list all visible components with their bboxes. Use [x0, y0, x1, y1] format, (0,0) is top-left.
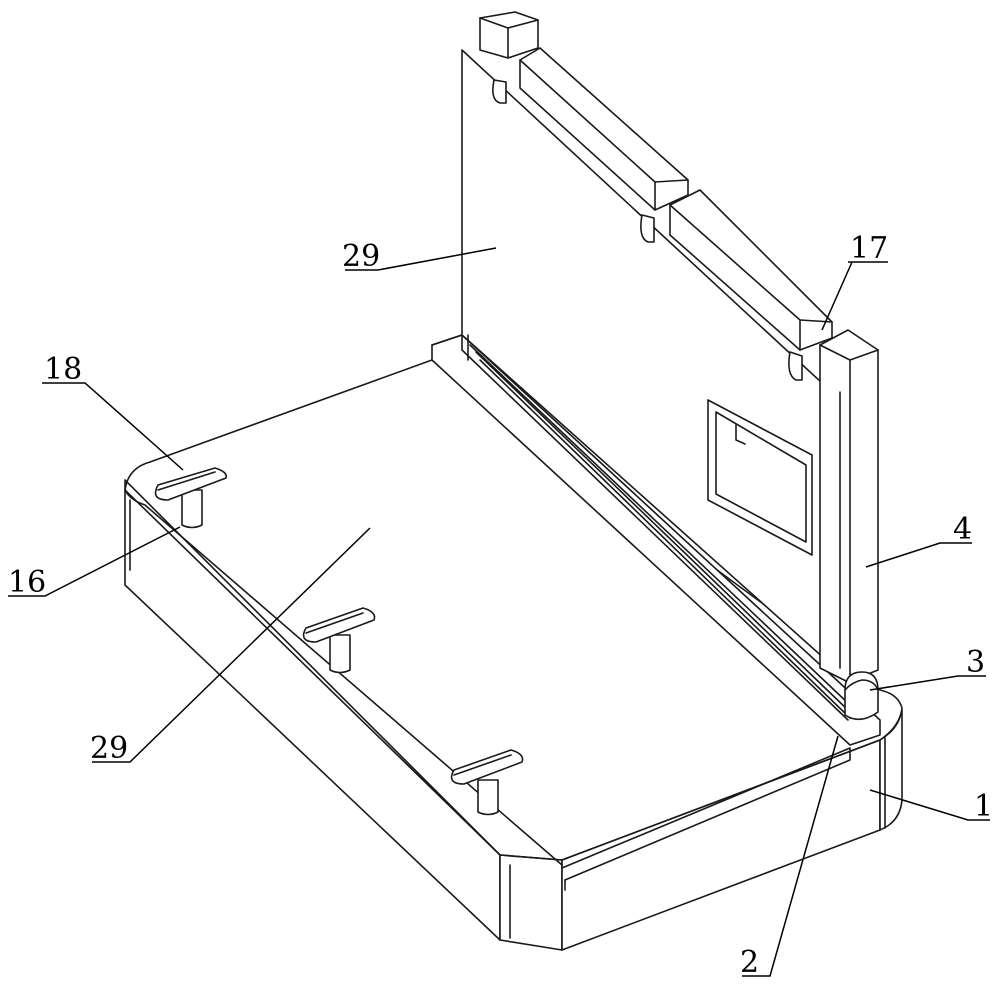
hook-2: [640, 214, 655, 243]
stud-2: [302, 607, 376, 674]
label-29-top: 29: [342, 239, 380, 274]
leader-4: [865, 542, 972, 568]
label-29-bottom: 29: [90, 731, 128, 766]
label-16: 16: [8, 565, 46, 600]
hook-1: [492, 79, 507, 104]
stud-3: [450, 749, 524, 816]
base-tray: [124, 359, 903, 951]
leader-lines: [8, 247, 990, 977]
hook-3: [788, 351, 803, 381]
leader-16: [8, 526, 181, 597]
label-18: 18: [44, 352, 82, 387]
label-2: 2: [740, 945, 759, 980]
label-3: 3: [966, 645, 985, 680]
reference-labels: 29 17 18 16 4 3 1 29 2: [8, 231, 993, 980]
leader-29-bottom: [92, 527, 371, 763]
studs: [154, 467, 524, 816]
top-rail: [479, 11, 833, 381]
leader-1: [869, 789, 990, 821]
leader-18: [42, 382, 184, 471]
panel-window: [707, 399, 813, 556]
rail-strip: [431, 334, 881, 746]
stud-1: [154, 467, 228, 529]
label-17: 17: [850, 231, 888, 266]
label-1: 1: [974, 789, 993, 824]
label-4: 4: [953, 512, 972, 547]
leader-2: [742, 735, 839, 977]
hinge-knob: [844, 671, 879, 721]
leader-17: [821, 261, 888, 331]
hinged-panel: [461, 49, 836, 669]
post: [819, 329, 879, 683]
leader-29-top: [345, 247, 497, 271]
leader-3: [869, 675, 986, 691]
